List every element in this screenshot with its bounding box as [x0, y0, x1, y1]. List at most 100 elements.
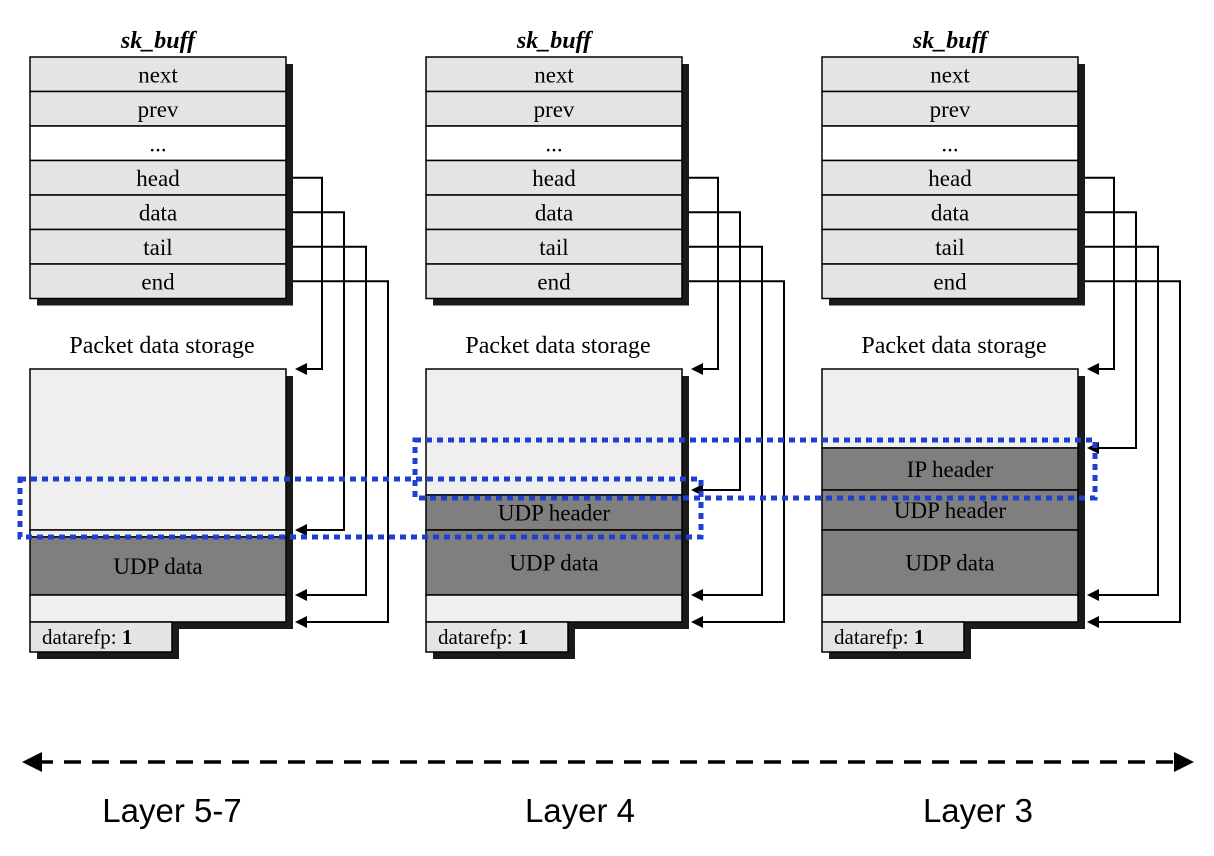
pointer-line: [689, 245, 763, 596]
storage-segment: [821, 368, 1079, 449]
dataref-value: 1: [518, 625, 529, 649]
pointer-line: [689, 176, 719, 370]
pointer-arrowhead-icon: [1087, 363, 1099, 375]
field-label: head: [928, 166, 972, 191]
highlight-udp-header-box: [17, 476, 704, 540]
dataref-value: 1: [122, 625, 133, 649]
storage-segment: [425, 368, 683, 496]
dataref-text: datarefp: 1: [438, 625, 528, 649]
field-next: [425, 56, 683, 93]
highlight-boxes: [17, 437, 1098, 540]
struct-title: sk_buff: [912, 28, 989, 54]
field-label: head: [532, 166, 576, 191]
pointer-arrowhead-icon: [1087, 616, 1099, 628]
field-ellipsis: [425, 125, 683, 162]
storage-segment: [821, 529, 1079, 596]
storage-segment: [425, 494, 683, 531]
pointer-line: [293, 245, 367, 596]
pointer-line: [293, 280, 389, 623]
pointer-arrowhead-icon: [295, 616, 307, 628]
dataref-label: datarefp:: [834, 625, 914, 649]
field-prev: [821, 90, 1079, 127]
right-arrowhead-icon: [1174, 752, 1194, 772]
field-next: [29, 56, 287, 93]
storage-segment: [29, 594, 287, 623]
pointer-line: [689, 280, 785, 623]
pointer-line: [293, 176, 323, 370]
layer-axis: [22, 752, 1194, 772]
field-end: [821, 263, 1079, 300]
pointer-arrowhead-icon: [691, 589, 703, 601]
field-tail: [821, 228, 1079, 265]
dataref-box: [29, 621, 173, 653]
field-prev: [425, 90, 683, 127]
field-label: next: [930, 62, 970, 87]
storage-segment-label: UDP data: [509, 551, 598, 576]
field-label: ...: [545, 131, 562, 156]
field-label: ...: [149, 131, 166, 156]
field-data: [821, 194, 1079, 231]
dataref-box: [425, 621, 569, 653]
field-ellipsis: [29, 125, 287, 162]
pointer-arrowhead-icon: [295, 363, 307, 375]
pointer-arrowhead-icon: [295, 524, 307, 536]
pointer-line: [1085, 245, 1159, 596]
field-head: [821, 159, 1079, 196]
field-head: [425, 159, 683, 196]
struct-title: sk_buff: [516, 28, 593, 54]
field-label: tail: [143, 235, 172, 260]
pointer-line: [1085, 211, 1137, 449]
storage-segment-label: UDP data: [905, 551, 994, 576]
storage-segment: [29, 368, 287, 531]
field-ellipsis: [821, 125, 1079, 162]
storage-segment-label: UDP data: [113, 554, 202, 579]
pointer-arrowhead-icon: [295, 589, 307, 601]
pointer-arrowhead-icon: [691, 363, 703, 375]
field-label: data: [535, 200, 573, 225]
dataref-label: datarefp:: [438, 625, 518, 649]
field-label: end: [141, 269, 175, 294]
dataref-box: [821, 621, 965, 653]
dataref-label: datarefp:: [42, 625, 122, 649]
storage-segment: [425, 529, 683, 596]
storage-segment: [425, 594, 683, 623]
field-label: tail: [935, 235, 964, 260]
field-label: data: [139, 200, 177, 225]
field-label: tail: [539, 235, 568, 260]
field-end: [425, 263, 683, 300]
field-label: prev: [930, 97, 971, 122]
left-arrowhead-icon: [22, 752, 42, 772]
dataref-text: datarefp: 1: [42, 625, 132, 649]
storage-segment-label: UDP header: [498, 501, 611, 526]
pointer-line: [689, 211, 741, 491]
storage-title: Packet data storage: [861, 333, 1046, 359]
storage-segment: [29, 536, 287, 596]
highlight-ip-header-box: [412, 437, 1098, 501]
column-2: sk_buffnextprev...headdatatailendPacket …: [425, 28, 785, 829]
field-label: end: [933, 269, 967, 294]
column-1: sk_buffnextprev...headdatatailendPacket …: [29, 28, 389, 829]
field-label: head: [136, 166, 180, 191]
layer-label: Layer 3: [923, 792, 1033, 829]
storage-segment: [821, 594, 1079, 623]
layer-label: Layer 4: [525, 792, 635, 829]
field-prev: [29, 90, 287, 127]
struct-title: sk_buff: [120, 28, 197, 54]
pointer-line: [293, 211, 345, 531]
pointer-arrowhead-icon: [691, 616, 703, 628]
pointer-arrowhead-icon: [1087, 589, 1099, 601]
field-next: [821, 56, 1079, 93]
dataref-text: datarefp: 1: [834, 625, 924, 649]
pointer-line: [1085, 280, 1181, 623]
storage-segment-label: IP header: [907, 457, 994, 482]
layer-label: Layer 5-7: [102, 792, 241, 829]
storage-segment: [821, 447, 1079, 491]
field-label: prev: [138, 97, 179, 122]
pointer-line: [1085, 176, 1115, 370]
field-label: end: [537, 269, 571, 294]
field-label: data: [931, 200, 969, 225]
field-label: ...: [941, 131, 958, 156]
